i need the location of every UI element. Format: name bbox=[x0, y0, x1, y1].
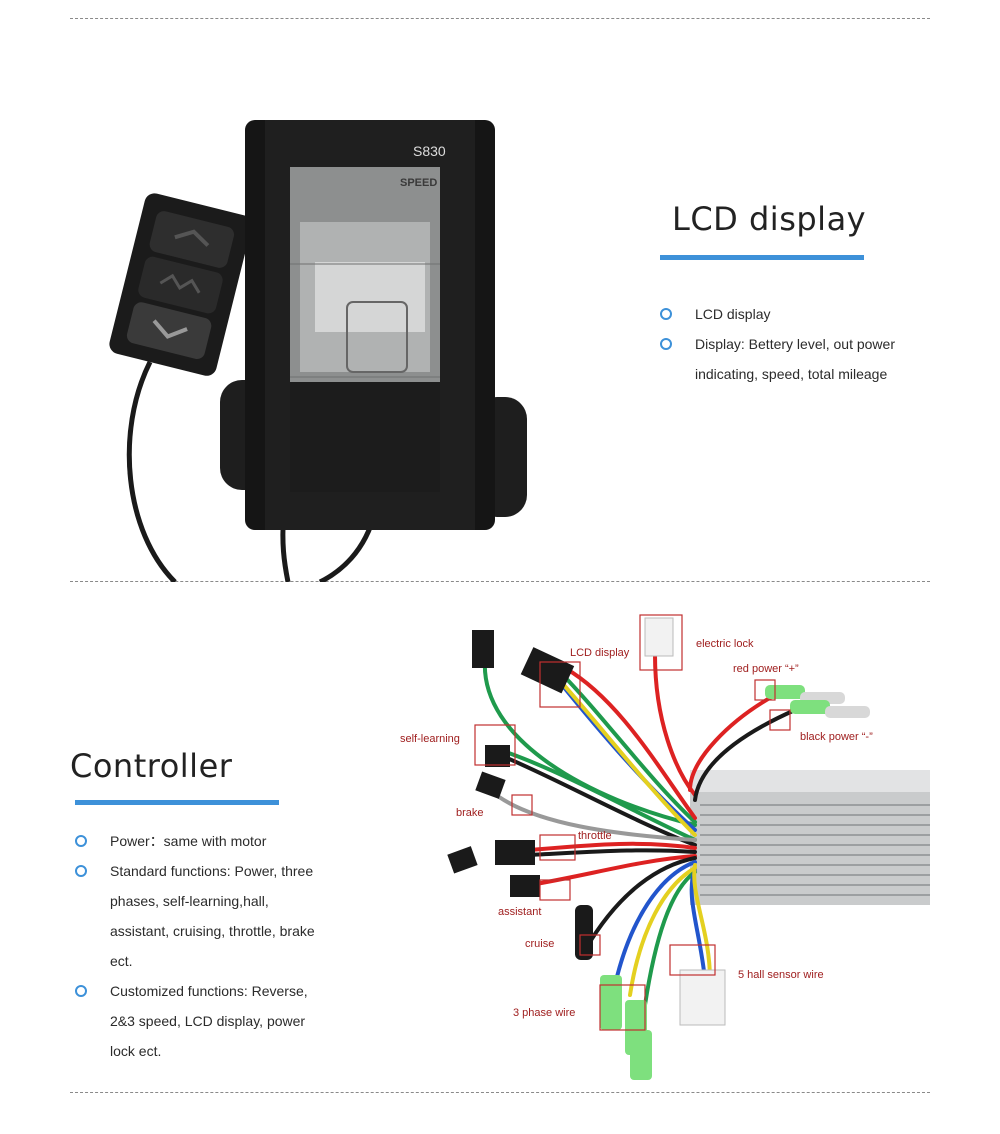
screen-model: S830 bbox=[413, 143, 446, 159]
controller-section-title: Controller bbox=[70, 747, 233, 785]
label-assistant: assistant bbox=[498, 906, 541, 918]
bullet-icon bbox=[75, 985, 87, 997]
screen-mode: SPEED bbox=[400, 177, 437, 189]
lcd-feature-list: LCD display Display: Bettery level, out … bbox=[660, 299, 930, 389]
lcd-title-underline bbox=[660, 255, 864, 260]
label-self-learning: self-learning bbox=[400, 733, 460, 745]
lcd-feature-item: Display: Bettery level, out power indica… bbox=[660, 329, 930, 389]
controller-box bbox=[690, 770, 930, 905]
controller-title-underline bbox=[75, 800, 279, 805]
label-electric-lock: electric lock bbox=[696, 638, 754, 650]
lcd-feature-text: LCD display bbox=[695, 306, 771, 322]
label-lcd-display: LCD display bbox=[570, 647, 630, 659]
controller-feature-item: Customized functions: Reverse, 2&3 speed… bbox=[75, 976, 325, 1066]
bullet-icon bbox=[660, 338, 672, 350]
bullet-icon bbox=[75, 835, 87, 847]
label-brake: brake bbox=[456, 807, 484, 819]
lcd-feature-item: LCD display bbox=[660, 299, 930, 329]
controller-feature-text: Standard functions: Power, three phases,… bbox=[110, 863, 315, 969]
lcd-section-title: LCD display bbox=[672, 200, 867, 238]
label-hall-sensor: 5 hall sensor wire bbox=[738, 969, 824, 981]
controller-wiring-diagram: LCD display electric lock red power “+” … bbox=[400, 614, 930, 1080]
controller-feature-item: Power：same with motor bbox=[75, 826, 325, 856]
label-black-power: black power “-” bbox=[800, 731, 873, 743]
controller-feature-list: Power：same with motor Standard functions… bbox=[75, 826, 325, 1066]
lcd-feature-text: Display: Bettery level, out power indica… bbox=[695, 336, 895, 382]
label-phase-wire: 3 phase wire bbox=[513, 1007, 575, 1019]
bullet-icon bbox=[660, 308, 672, 320]
bullet-icon bbox=[75, 865, 87, 877]
lcd-display-photo: S830 SPEED bbox=[109, 120, 527, 582]
label-red-power: red power “+” bbox=[733, 663, 799, 675]
top-divider bbox=[70, 18, 930, 19]
middle-divider bbox=[70, 581, 930, 582]
label-throttle: throttle bbox=[578, 830, 612, 842]
controller-feature-text: Customized functions: Reverse, 2&3 speed… bbox=[110, 983, 308, 1059]
controller-feature-item: Standard functions: Power, three phases,… bbox=[75, 856, 325, 976]
bottom-divider bbox=[70, 1092, 930, 1093]
label-cruise: cruise bbox=[525, 938, 554, 950]
controller-feature-text: Power：same with motor bbox=[110, 833, 267, 849]
